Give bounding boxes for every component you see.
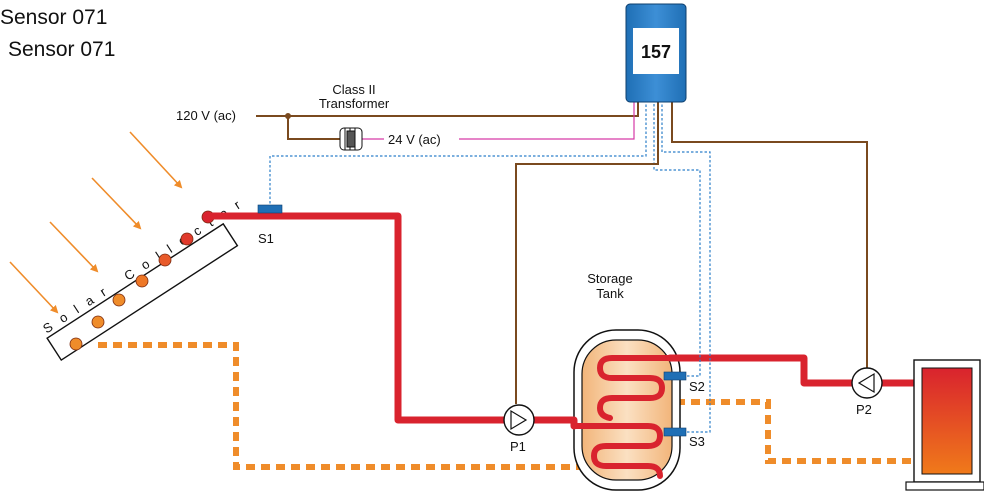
pump-p2-wire [671,102,868,368]
supply-120v-wire [256,102,639,117]
s2-sensor-wire [653,102,701,377]
pump-p2-label: P2 [856,402,872,417]
diagram-title-line-1: Sensor 071 [0,6,108,29]
low-voltage-label: 24 V (ac) [388,132,441,147]
lower-heat-exchanger-coil [571,423,663,479]
collector-return-pipe [98,342,582,470]
sensor-s1 [257,204,283,214]
collector-tubes [69,210,215,351]
storage-tank-label-line1: Storage [587,271,633,286]
hot-pipes [206,212,920,479]
sun-ray [9,261,59,314]
transformer [339,127,363,151]
sensor-s1-label: S1 [258,231,274,246]
controller: 157 [625,3,687,103]
sensor-wires [269,102,711,433]
sun-ray [129,131,183,189]
tank-inlet-pipe [530,416,578,430]
s1-sensor-wire [269,102,647,208]
transformer-primary-wire [287,116,340,140]
boiler-return-pipe [676,399,914,464]
sun-ray [91,177,142,230]
sensor-s3 [663,427,687,437]
pump-p1-wire [515,102,659,404]
upper-heat-exchanger-coil [597,355,673,421]
sensor-s2-label: S2 [689,379,705,394]
s3-sensor-wire [661,102,711,433]
sensor-s3-label: S3 [689,434,705,449]
collector-supply-pipe [206,212,508,424]
low-voltage-wire-to-controller [459,102,635,140]
collector-tube [69,337,83,351]
wire-junction [285,113,291,119]
sensor-s2 [663,371,687,381]
storage-tank-label-line2: Tank [596,286,624,301]
controller-display [633,28,679,74]
pump-p1-label: P1 [510,439,526,454]
pump-p1 [503,404,535,436]
collector-tube [158,253,172,267]
pump-p2 [851,367,883,399]
controller-number: 157 [641,42,671,62]
power-wires [256,102,868,404]
diagram-title-line-2: Sensor 071 [8,38,116,61]
sensors [257,204,687,437]
sun-rays [9,131,183,314]
transformer-label-line1: Class II [332,82,375,97]
transformer-label-line2: Transformer [319,96,390,111]
return-pipes [98,342,914,470]
sun-ray [49,221,99,273]
collector-tube [135,274,149,288]
supply-voltage-label: 120 V (ac) [176,108,236,123]
collector-tube [180,232,194,246]
heat-load-unit [905,359,984,491]
boiler-supply-pipe [666,354,856,387]
collector-tube [112,293,126,307]
collector-tube [91,315,105,329]
